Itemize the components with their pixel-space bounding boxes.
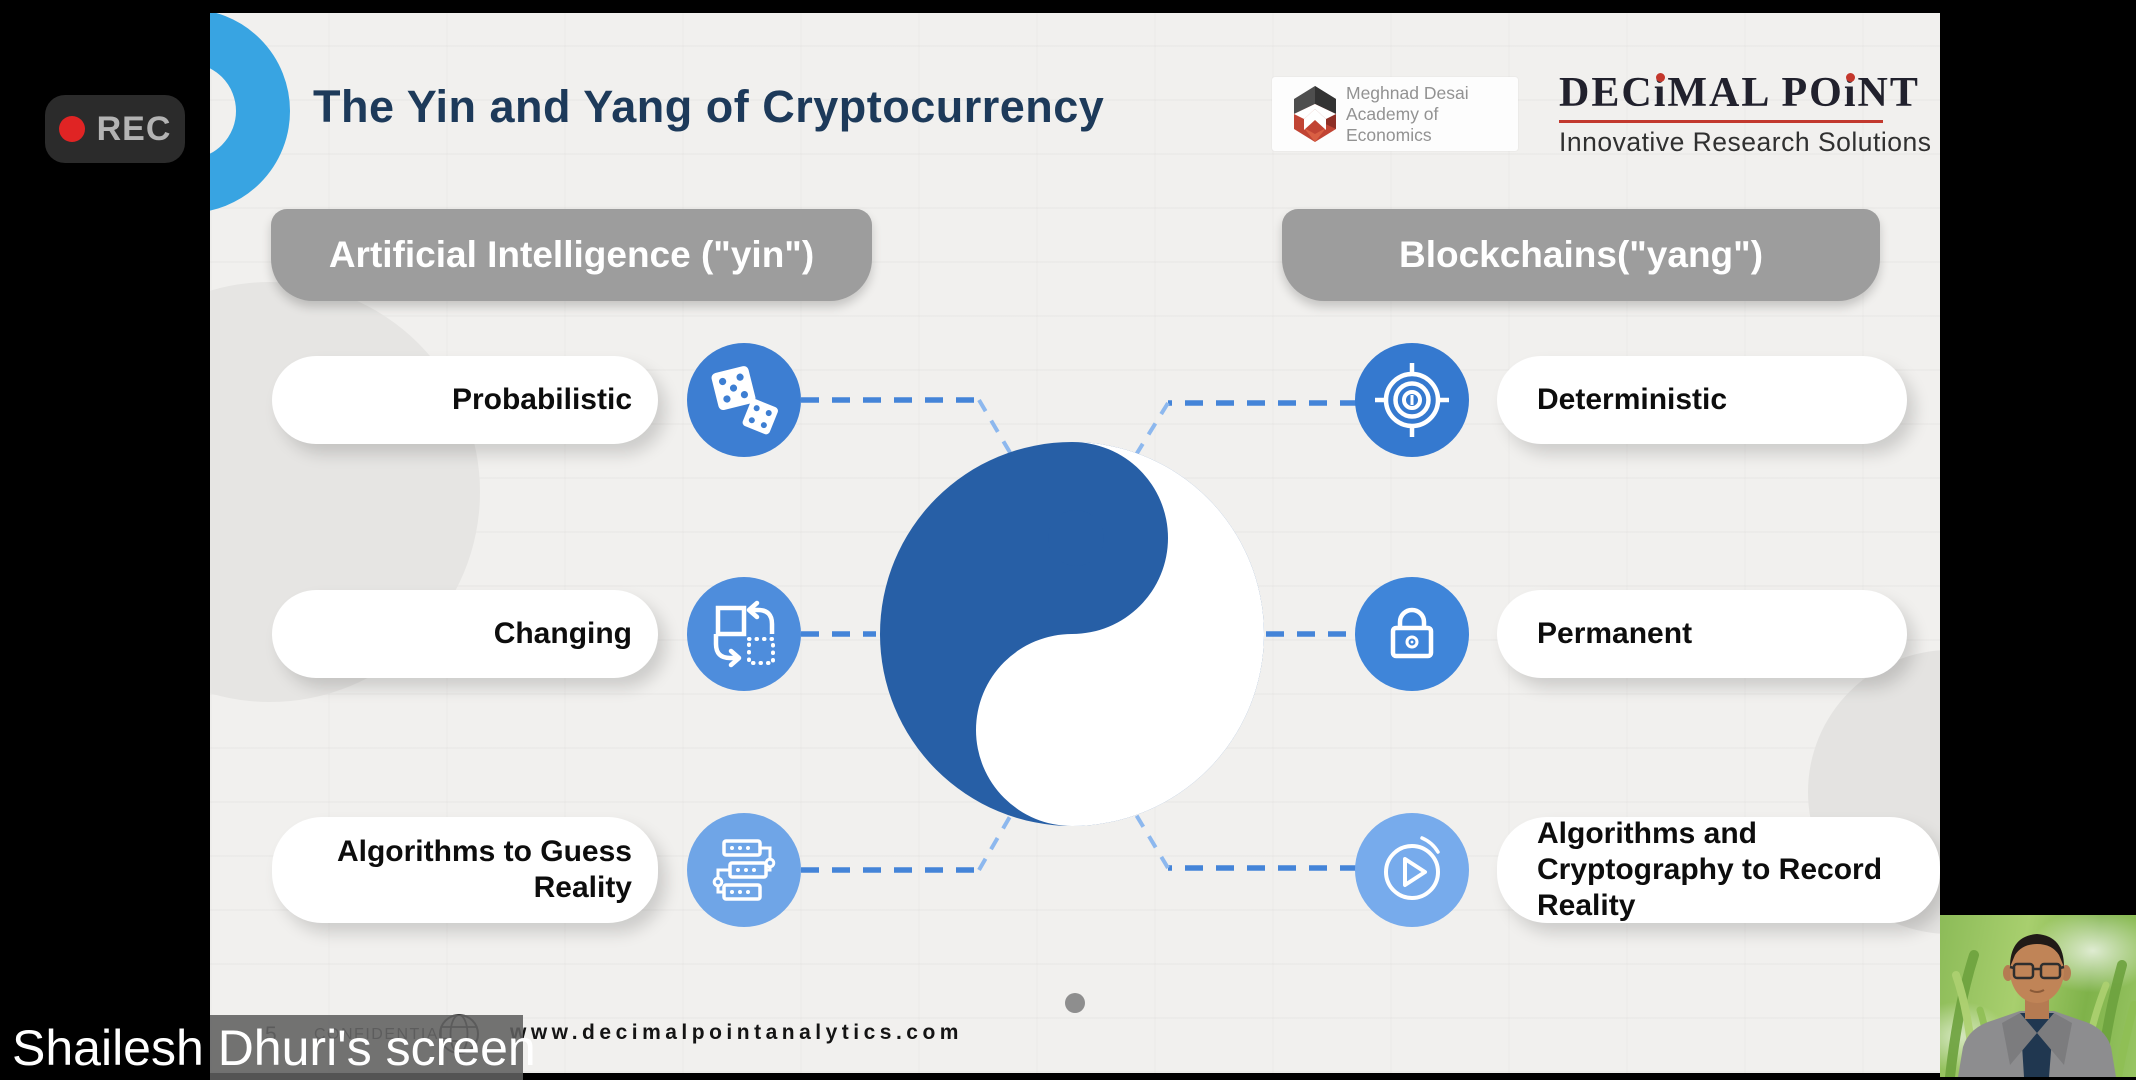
recording-label: REC [96,109,172,148]
recording-dot-icon [58,116,85,142]
transform-icon [687,577,801,691]
right-column-header: Blockchains("yang") [1282,209,1880,301]
pill-probabilistic: Probabilistic [272,356,658,444]
presenter-avatar [1945,934,2136,1077]
pill-permanent: Permanent [1497,590,1907,678]
pill-algorithms-record: Algorithms and Cryptography to Record Re… [1497,817,1940,923]
pill-deterministic: Deterministic [1497,356,1907,444]
slide-title: The Yin and Yang of Cryptocurrency [313,81,1105,132]
slide-indicator-dot [1065,993,1085,1013]
decimal-point-logo: DECiMAL POiNT Innovative Research Soluti… [1559,69,1932,158]
target-icon [1355,343,1469,457]
decimal-point-tagline: Innovative Research Solutions [1559,127,1932,157]
screen-share-label: Shailesh Dhuri's screen [12,1020,536,1076]
servers-icon [687,813,801,927]
mdae-logo: Meghnad Desai Academy of Economics [1272,77,1518,151]
pill-changing: Changing [272,590,658,678]
left-column-header: Artificial Intelligence ("yin") [271,209,872,301]
shared-slide: The Yin and Yang of Cryptocurrency Meghn… [210,13,1940,1073]
dice-icon [687,343,801,457]
website-url: www.decimalpointanalytics.com [510,1021,963,1044]
red-dot-i: i [1843,70,1858,116]
play-icon [1355,813,1469,927]
presenter-webcam-tile[interactable] [1940,915,2136,1077]
yin-yang-symbol [880,442,1264,826]
mdae-hexagon-icon [1294,86,1336,142]
decimal-point-wordmark: DECiMAL POiNT [1559,70,1920,116]
decimal-point-underline [1559,120,1883,123]
mdae-name-line2: Academy of Economics [1346,103,1439,145]
screen-share-label-background [210,1015,523,1080]
lock-icon [1355,577,1469,691]
red-dot-i: i [1653,70,1668,116]
pill-algorithms-guess: Algorithms to Guess Reality [272,817,658,923]
recording-indicator[interactable]: REC [45,95,185,163]
mdae-name-line1: Meghnad Desai [1346,82,1469,103]
